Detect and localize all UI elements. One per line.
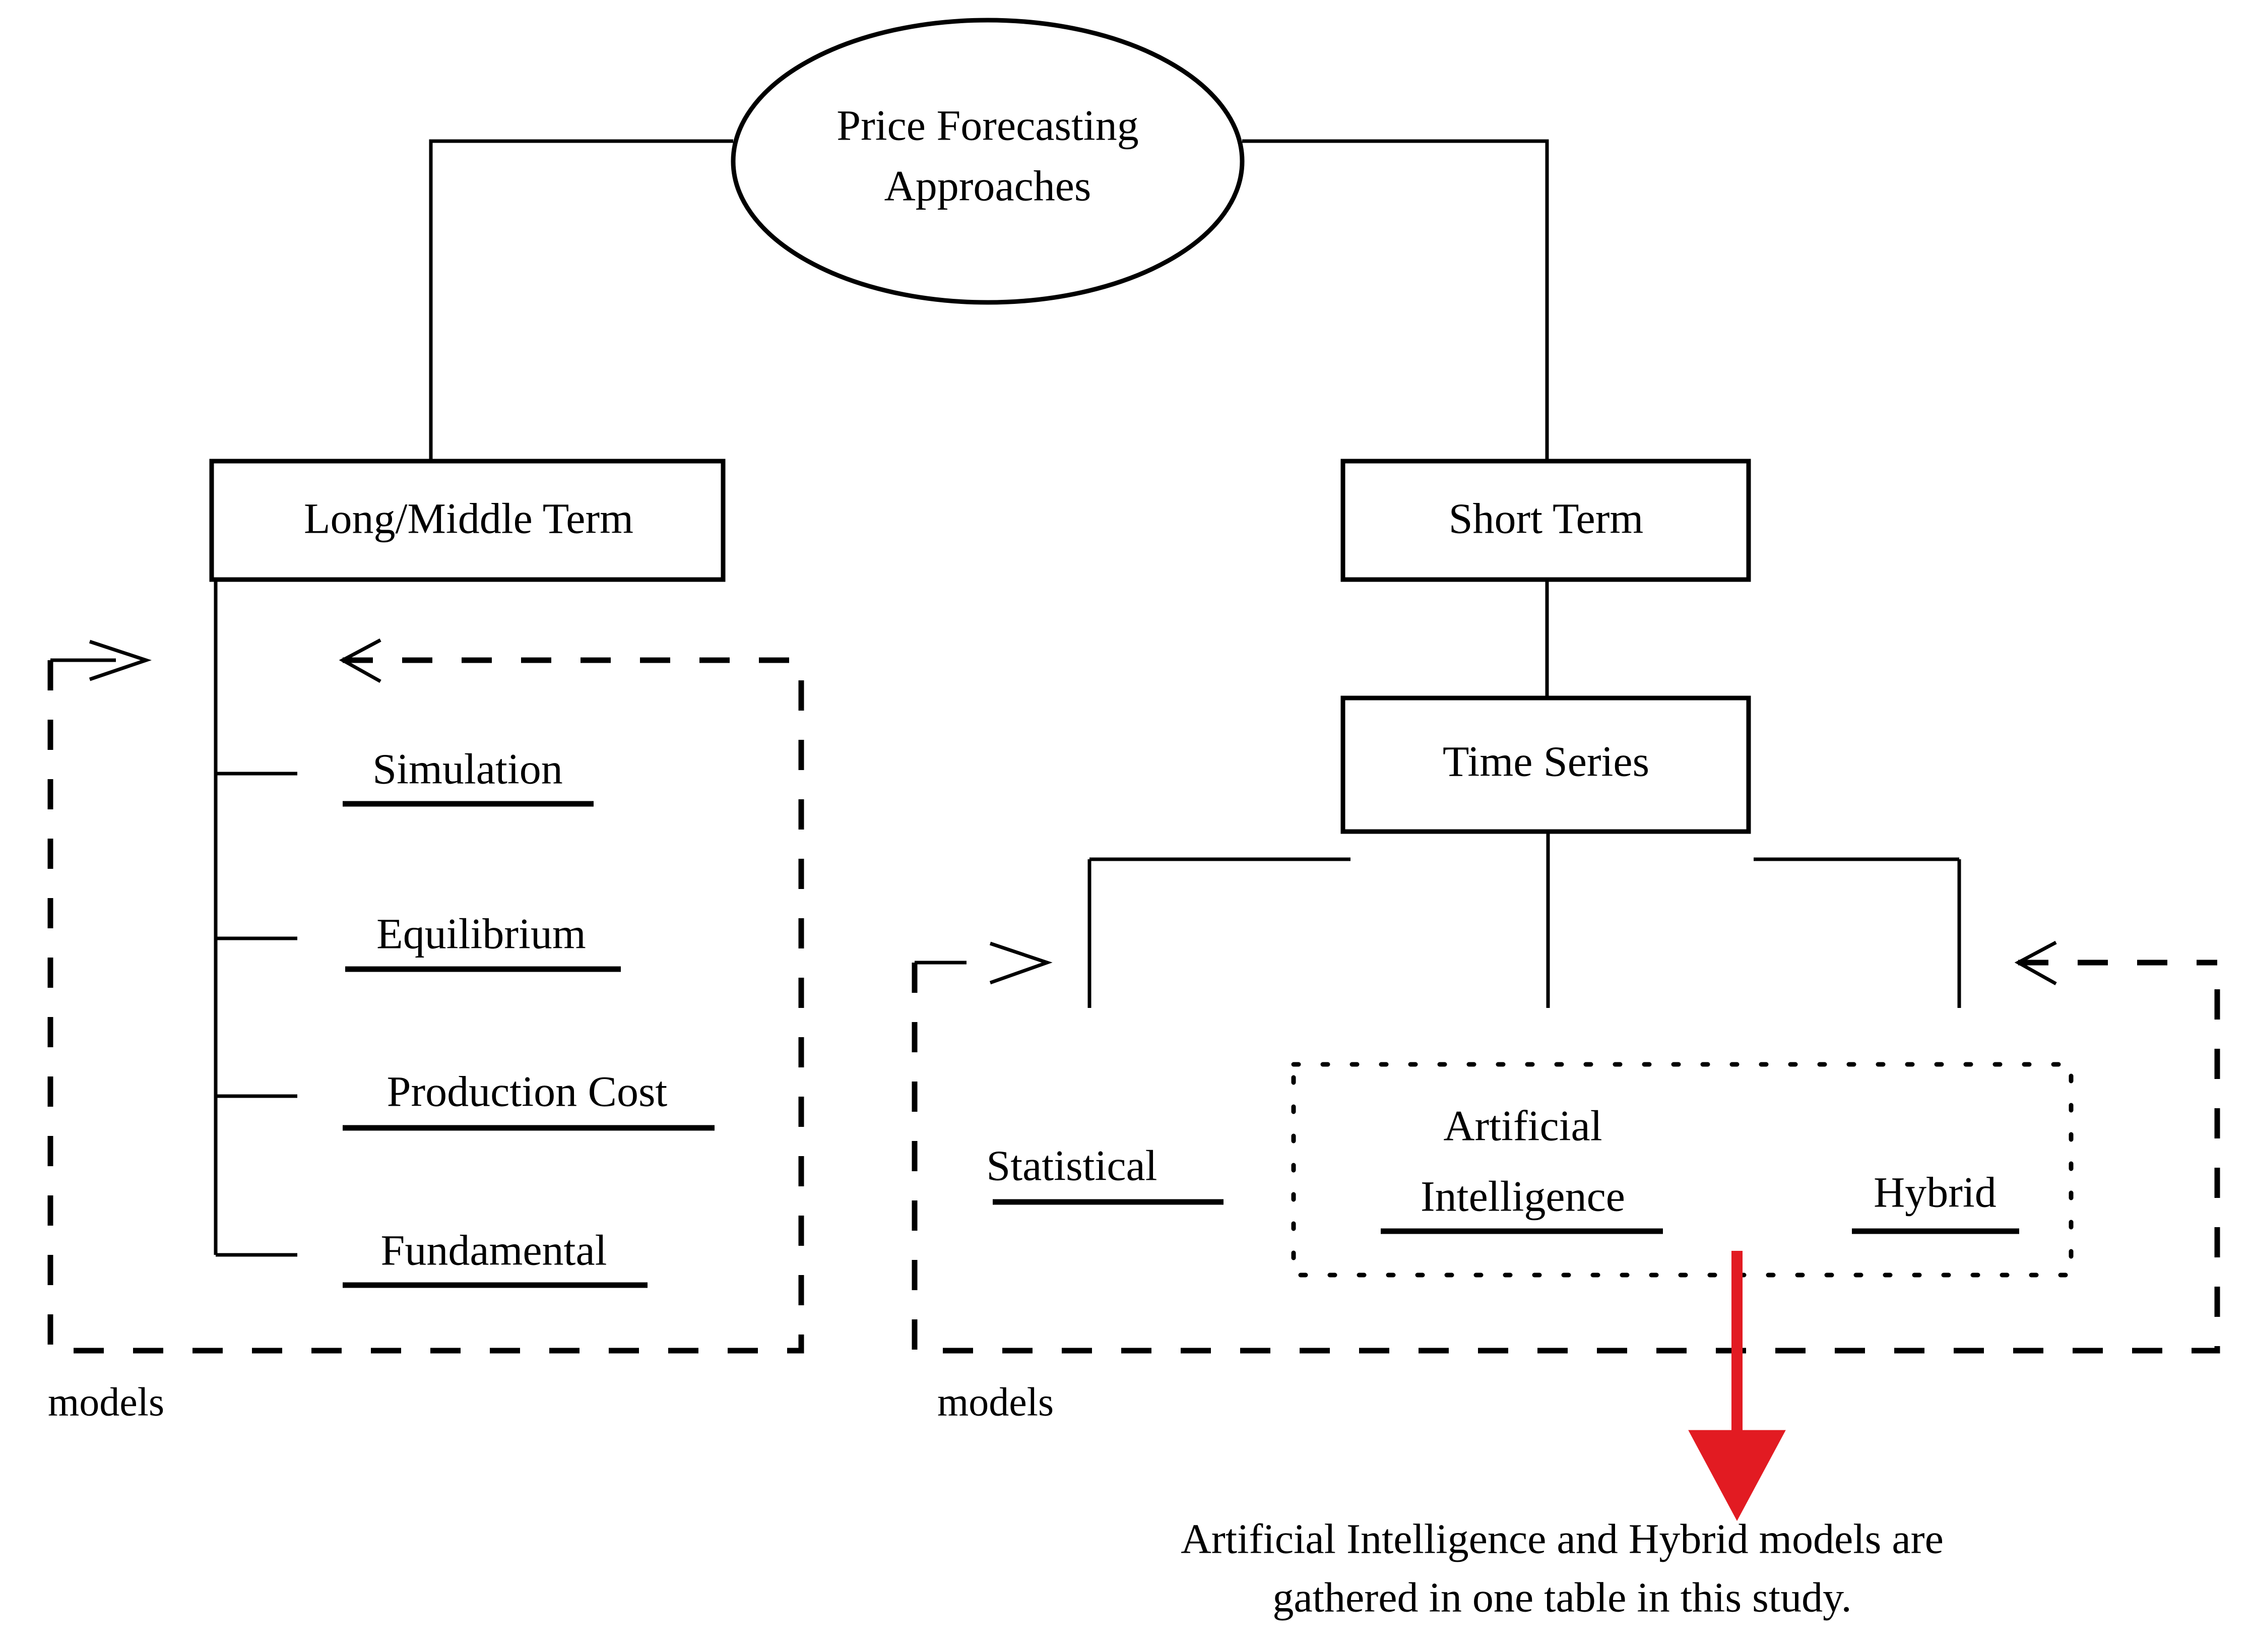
leaf-simulation-label: Simulation <box>372 745 562 793</box>
node-time-series-box <box>1340 695 1751 834</box>
leaf-statistical-label: Statistical <box>986 1141 1157 1190</box>
root-label-line1: Price Forecasting <box>837 101 1138 150</box>
node-long-middle-term-box <box>209 459 726 582</box>
leaf-hybrid-label: Hybrid <box>1874 1168 1997 1217</box>
left-models-dashed-bracket <box>47 660 804 1354</box>
node-time-series-label: Time Series <box>1443 737 1649 786</box>
leaf-artificial-intelligence-label-line2: Intelligence <box>1421 1172 1625 1221</box>
right-group-models-label: models <box>937 1380 1054 1424</box>
callout-caption-line2: gathered in one table in this study. <box>1272 1574 1851 1621</box>
connector-root-to-right-branch <box>1242 139 1549 461</box>
leaf-artificial-intelligence-label-line1: Artificial <box>1443 1102 1602 1150</box>
left-group-models-label: models <box>48 1380 164 1424</box>
callout-caption-line1: Artificial Intelligence and Hybrid model… <box>1181 1515 1944 1562</box>
root-node-ellipse <box>731 18 1245 305</box>
right-models-dashed-bracket <box>912 963 2220 1354</box>
node-short-term-label: Short Term <box>1449 494 1644 543</box>
leaf-equilibrium-label: Equilibrium <box>376 910 586 958</box>
root-label-line2: Approaches <box>884 162 1091 210</box>
leaf-production-cost-label: Production Cost <box>387 1067 668 1116</box>
node-long-middle-term-label: Long/Middle Term <box>304 494 633 543</box>
ai-hybrid-dotted-box <box>1291 1062 2074 1278</box>
leaf-fundamental-label: Fundamental <box>380 1226 607 1275</box>
right-group-arrow-right-icon <box>989 941 1053 985</box>
connector-root-to-left-branch <box>429 139 733 461</box>
left-group-arrow-right-icon <box>89 640 152 681</box>
